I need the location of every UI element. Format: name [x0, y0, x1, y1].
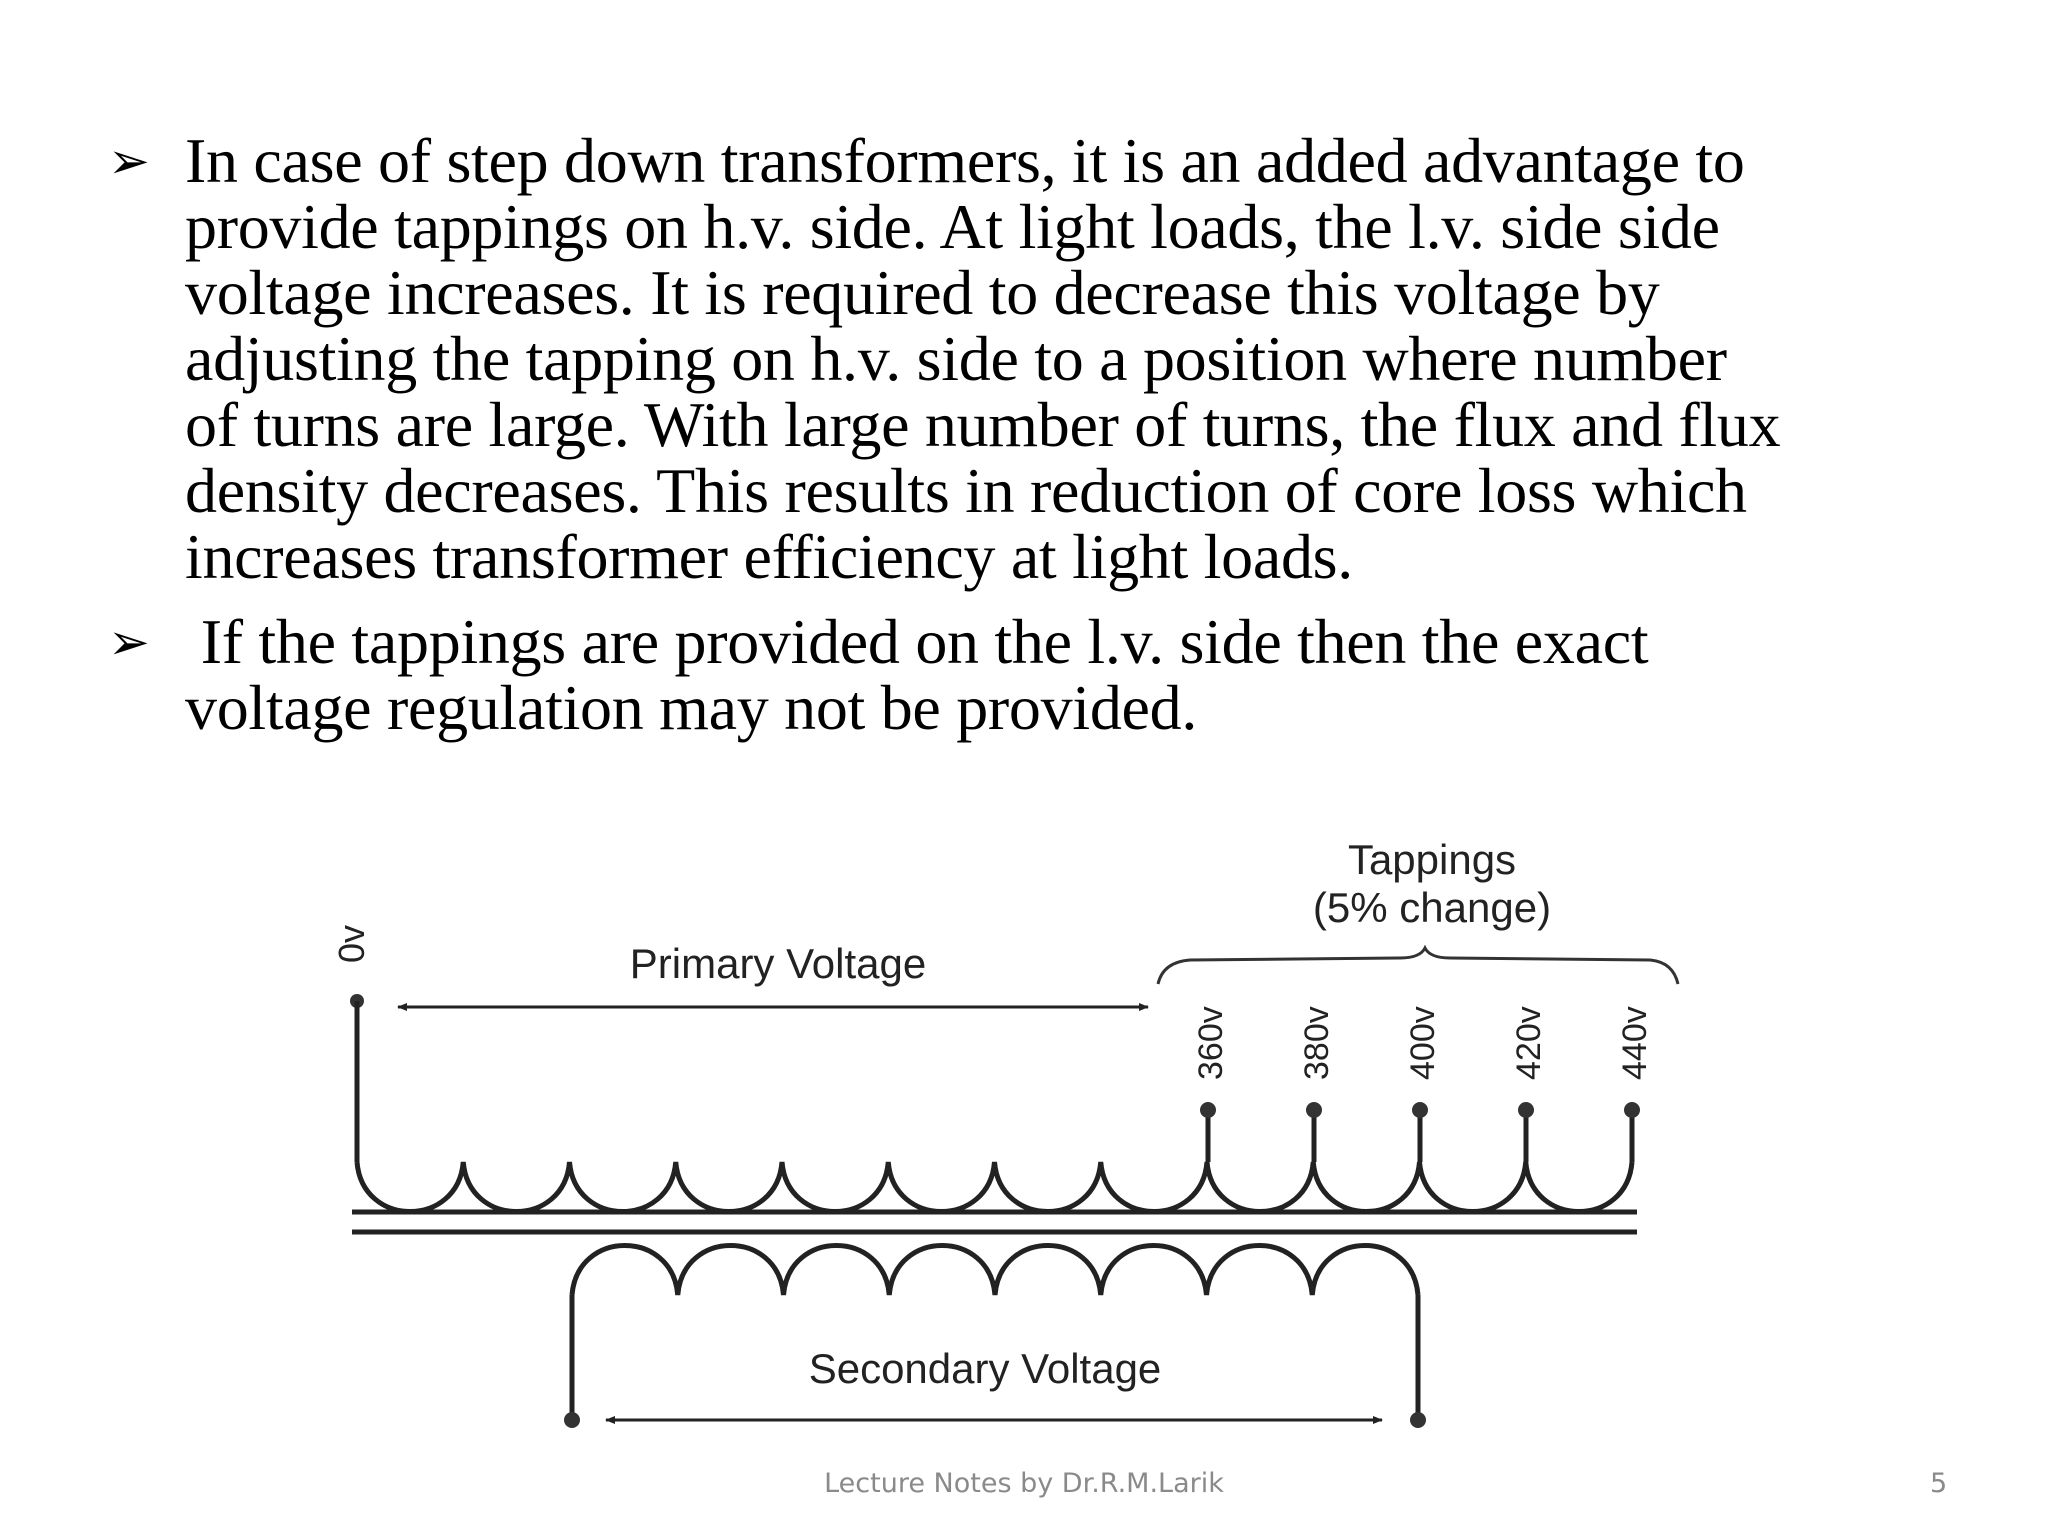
secondary-terminal-right [1410, 1412, 1426, 1428]
tap-label-420v: 420v [1510, 1006, 1548, 1080]
bullet-2-line-1: If the tappings are provided on the l.v.… [185, 606, 1649, 677]
bullet-step-down-tappings: ➢ In case of step down transformers, it … [108, 125, 1985, 592]
tap-label-380v: 380v [1298, 1006, 1336, 1080]
tappings-subtitle: (5% change) [1313, 884, 1551, 931]
arrow-bullet-icon: ➢ [108, 132, 150, 190]
tap-label-400v: 400v [1404, 1006, 1442, 1080]
footer-text: Lecture Notes by Dr.R.M.Larik [824, 1468, 1224, 1499]
bullet-lv-tappings: ➢ If the tappings are provided on the l.… [108, 606, 1985, 743]
bullet-1-line-7: increases transformer efficiency at ligh… [185, 521, 1353, 592]
page-number: 5 [1930, 1468, 1948, 1499]
tap-label-360v: 360v [1192, 1006, 1230, 1080]
bullet-1-line-3: voltage increases. It is required to dec… [185, 257, 1660, 328]
tappings-title: Tappings [1348, 836, 1516, 883]
tappings-brace [1156, 944, 1680, 985]
bullet-1-line-5: of turns are large. With large number of… [185, 389, 1781, 460]
secondary-winding [569, 1243, 1421, 1296]
bullet-1-line-2: provide tappings on h.v. side. At light … [185, 191, 1720, 262]
bullet-1-line-1: In case of step down transformers, it is… [185, 125, 1745, 196]
zero-volt-label: 0v [331, 925, 372, 963]
arrow-bullet-icon: ➢ [108, 613, 150, 671]
bullet-1-line-4: adjusting the tapping on h.v. side to a … [185, 323, 1727, 394]
secondary-voltage-label: Secondary Voltage [809, 1345, 1162, 1392]
primary-voltage-label: Primary Voltage [630, 940, 926, 987]
bullet-1-line-6: density decreases. This results in reduc… [185, 455, 1747, 526]
bullet-2-line-2: voltage regulation may not be provided. [185, 672, 1198, 743]
tap-label-440v: 440v [1616, 1006, 1654, 1080]
tap-terminals [1200, 1102, 1640, 1162]
primary-winding [354, 1161, 1635, 1214]
secondary-terminal-left [564, 1412, 580, 1428]
